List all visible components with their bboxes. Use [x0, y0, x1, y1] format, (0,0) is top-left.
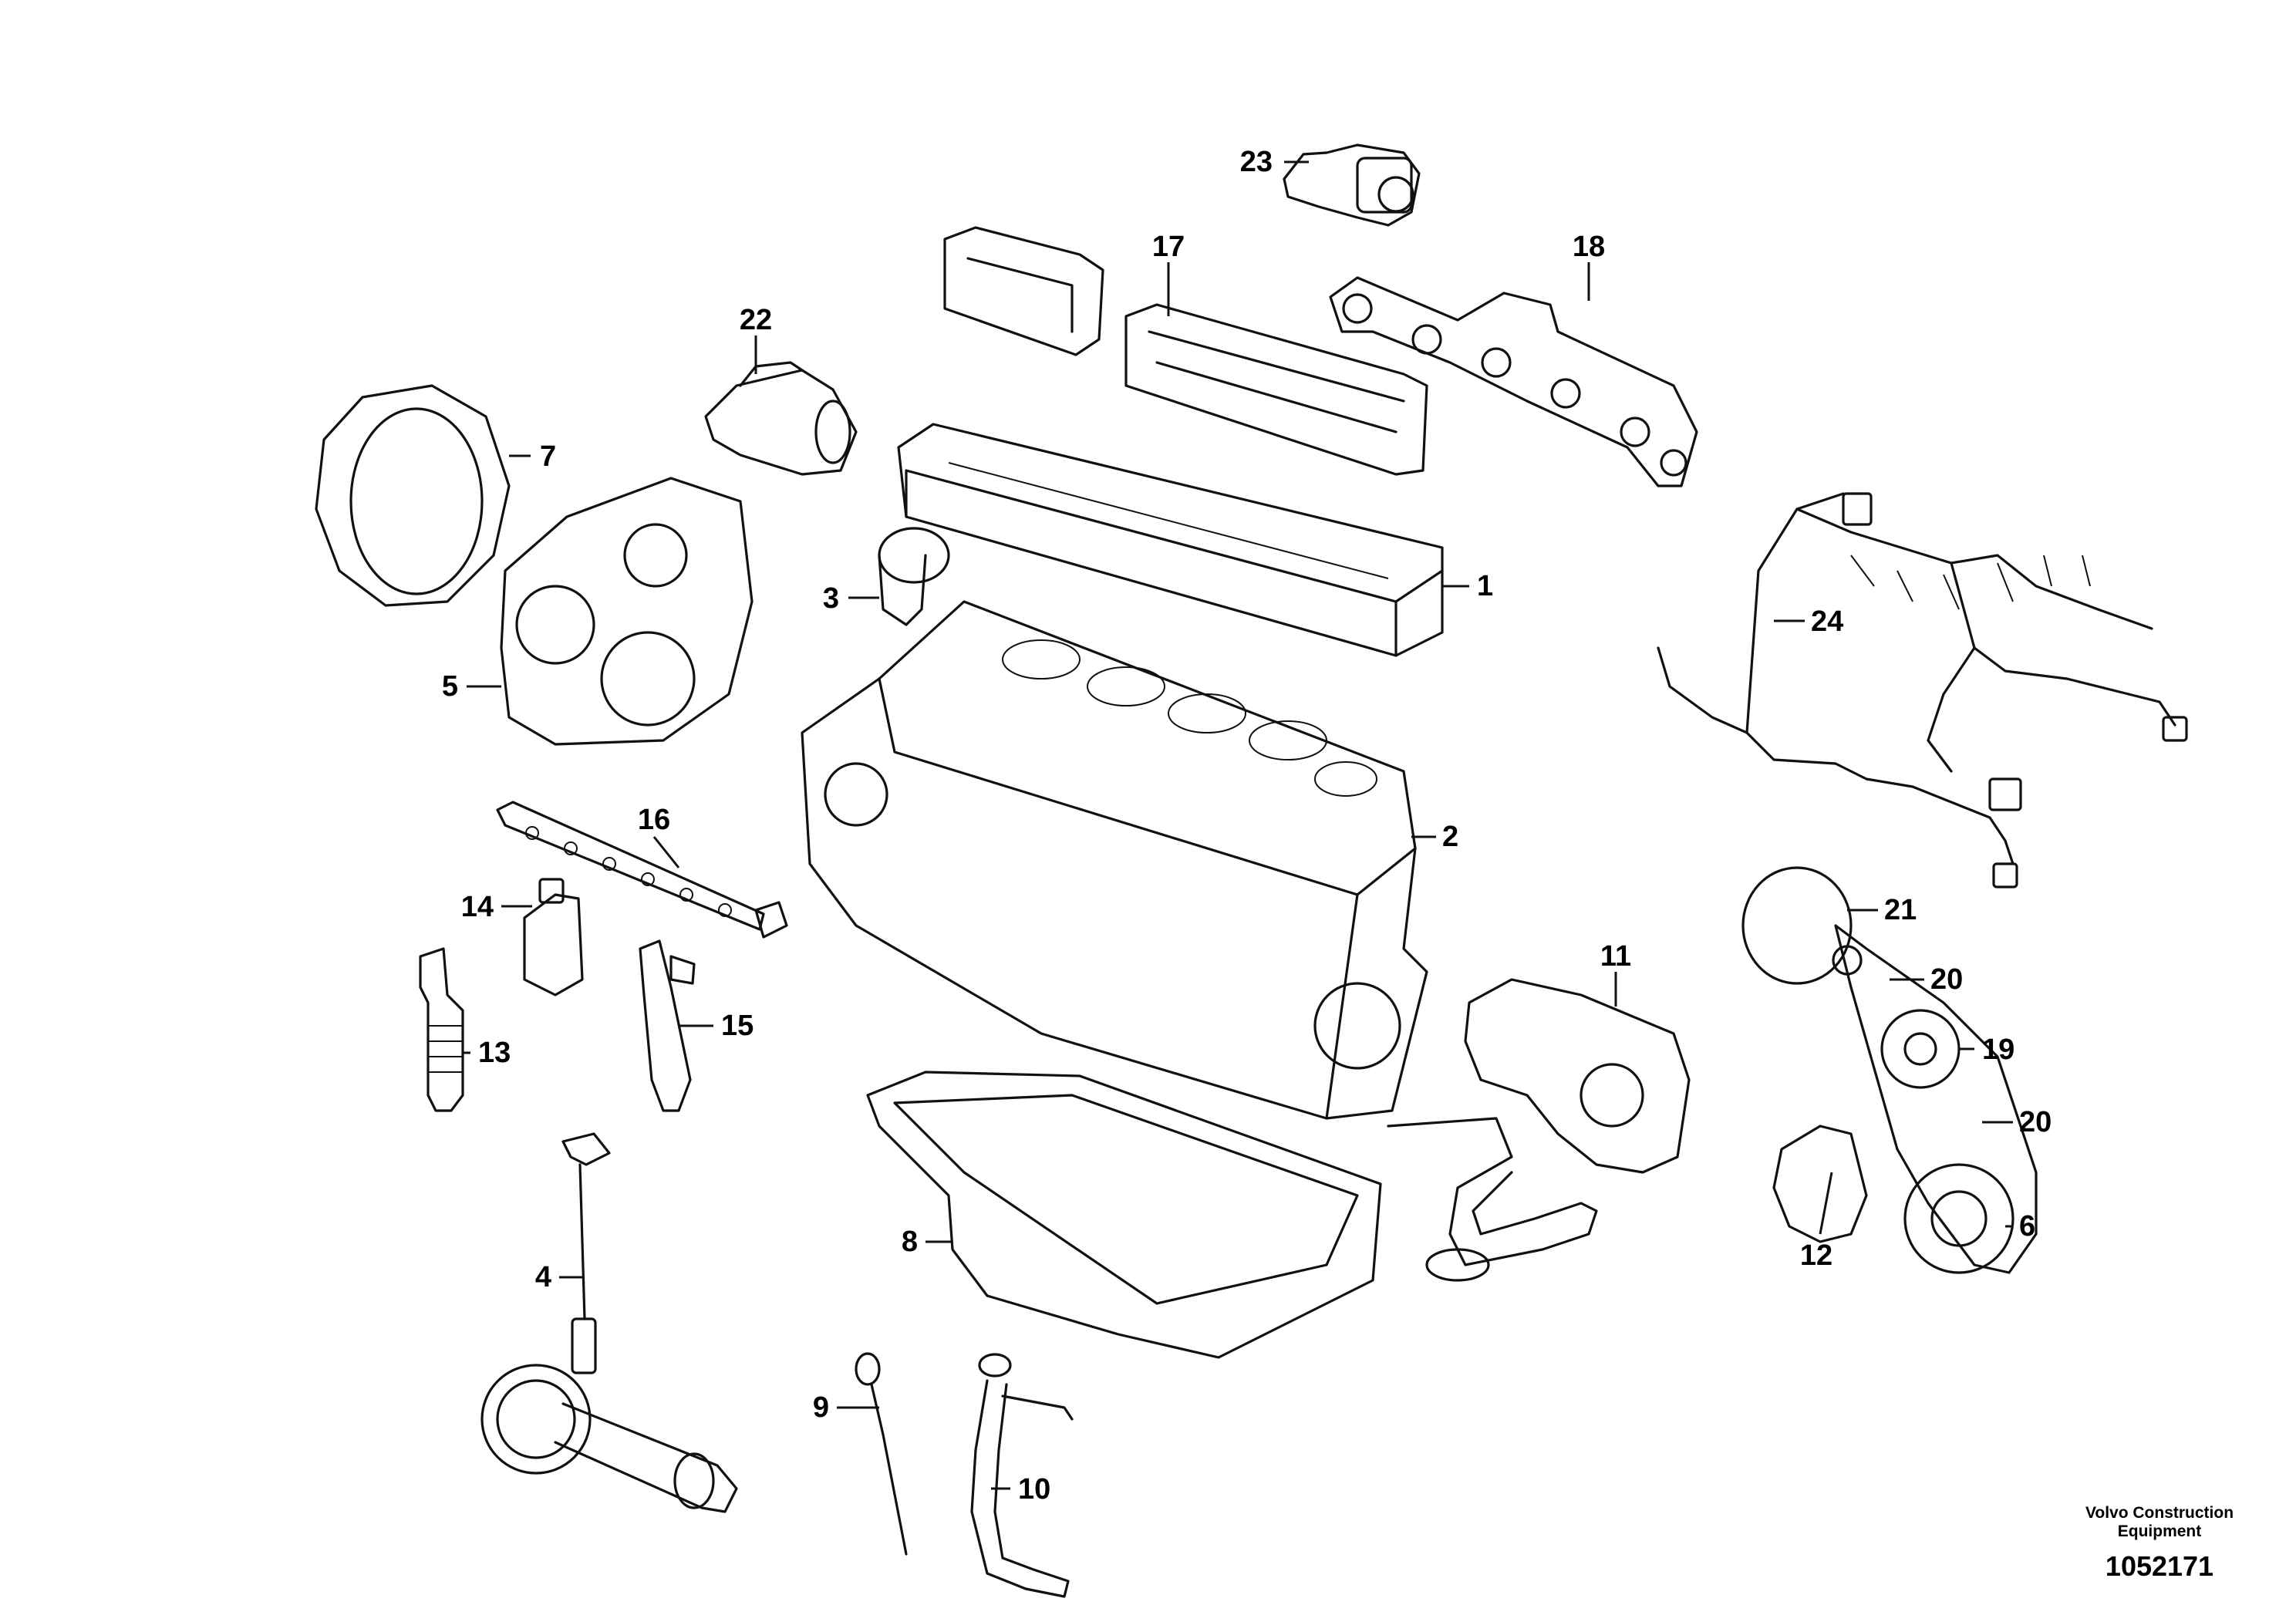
part-15-injector — [639, 939, 696, 1112]
part-oil-pickup — [1387, 1117, 1598, 1282]
part-10-dipstick-tube — [970, 1353, 1074, 1598]
callout-15: 15 — [721, 1010, 754, 1042]
part-11-oil-pump — [1464, 978, 1691, 1174]
part-7-flywheel-housing — [315, 384, 511, 607]
part-20-belt — [1834, 924, 2038, 1274]
part-22-starter-motor — [704, 361, 858, 476]
part-19-fan-pulley — [1880, 1009, 1961, 1089]
callout-4: 4 — [535, 1261, 551, 1293]
brand-name-line2: Equipment — [2117, 1523, 2202, 1540]
callout-1: 1 — [1477, 570, 1493, 602]
part-17-rocker-cover — [943, 226, 1428, 476]
callout-6: 6 — [2019, 1210, 2035, 1243]
part-16-fuel-rail — [496, 801, 788, 939]
callout-2: 2 — [1442, 821, 1458, 853]
part-1-cylinder-head — [897, 423, 1444, 657]
callout-3: 3 — [823, 582, 839, 615]
part-2-cylinder-block — [801, 600, 1428, 1120]
part-23-actuator — [1283, 143, 1421, 227]
part-24-wiring-harness — [1657, 492, 2188, 889]
callout-20b: 20 — [2019, 1106, 2052, 1138]
callout-labels: 23 17 18 22 7 1 3 24 5 2 16 14 11 21 20 … — [442, 146, 2052, 1506]
callout-16: 16 — [638, 804, 670, 836]
part-belt-drive-group — [1741, 866, 2038, 1274]
part-14-valve — [523, 878, 584, 996]
part-6-crank-pulley — [1903, 1163, 2014, 1274]
document-number: 1052171 — [2105, 1550, 2214, 1582]
brand-name-line1: Volvo Construction — [2085, 1504, 2234, 1522]
callout-13: 13 — [478, 1037, 511, 1069]
part-8-oil-sump — [866, 1071, 1382, 1359]
part-3-thermostat-housing — [878, 527, 950, 626]
callout-11: 11 — [1600, 940, 1631, 973]
callout-14: 14 — [461, 891, 494, 923]
part-13-injector — [419, 947, 464, 1112]
callout-10: 10 — [1018, 1473, 1050, 1506]
callout-24: 24 — [1811, 605, 1843, 638]
leader-lines — [463, 160, 2013, 1490]
callout-19: 19 — [1982, 1034, 2014, 1066]
callout-17: 17 — [1152, 231, 1185, 263]
callout-8: 8 — [902, 1226, 918, 1258]
part-21-alternator — [1741, 866, 1853, 985]
callout-18: 18 — [1573, 231, 1605, 263]
callout-12: 12 — [1800, 1239, 1832, 1272]
callout-21: 21 — [1884, 894, 1917, 926]
part-9-dipstick — [855, 1352, 908, 1556]
callout-9: 9 — [813, 1391, 829, 1424]
part-18-exhaust-manifold — [1329, 276, 1698, 487]
part-12-compressor — [1772, 1125, 1868, 1243]
part-4-pushrod — [561, 1132, 611, 1374]
callout-5: 5 — [442, 670, 458, 703]
callout-20a: 20 — [1930, 963, 1963, 996]
callout-7: 7 — [540, 440, 556, 473]
callout-22: 22 — [740, 304, 772, 336]
part-camshaft — [480, 1364, 738, 1513]
callout-23: 23 — [1240, 146, 1273, 178]
part-5-timing-cover — [500, 477, 754, 746]
